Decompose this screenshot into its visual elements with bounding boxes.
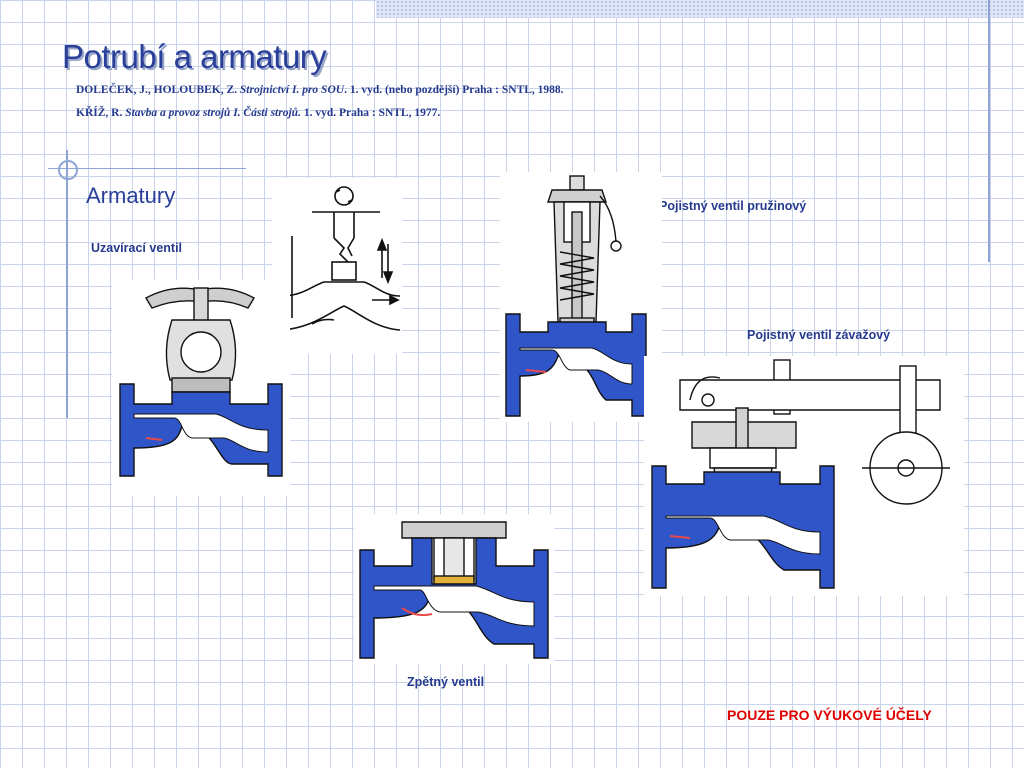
check-valve-drawing: [354, 514, 554, 664]
stop-valve-drawing: [112, 280, 290, 496]
check-valve-label: Zpětný ventil: [407, 675, 485, 689]
spring-safety-valve-label: Pojistný ventil pružinový: [659, 199, 807, 213]
valve-schematic-drawing: [272, 178, 402, 354]
left-vertical-line: [66, 150, 68, 418]
reference-2: KŘÍŽ, R. Stavba a provoz strojů I. Části…: [76, 107, 441, 119]
right-vertical-line: [988, 0, 990, 262]
page-title: Potrubí a armatury: [62, 38, 327, 75]
stop-valve-label: Uzavírací ventil: [91, 241, 183, 255]
weight-safety-valve-label: Pojistný ventil závažový: [747, 328, 891, 342]
reference-1: DOLEČEK, J., HOLOUBEK, Z. Strojnictví I.…: [76, 84, 564, 96]
section-title: Armatury: [86, 183, 176, 208]
weight-safety-valve-drawing: [644, 356, 964, 596]
circle-ornament: [58, 160, 78, 180]
top-decorative-band: [376, 0, 1024, 18]
left-horizontal-line: [48, 168, 246, 169]
educational-use-note: POUZE PRO VÝUKOVÉ ÚČELY: [727, 707, 932, 723]
spring-safety-valve-drawing: [500, 172, 662, 422]
